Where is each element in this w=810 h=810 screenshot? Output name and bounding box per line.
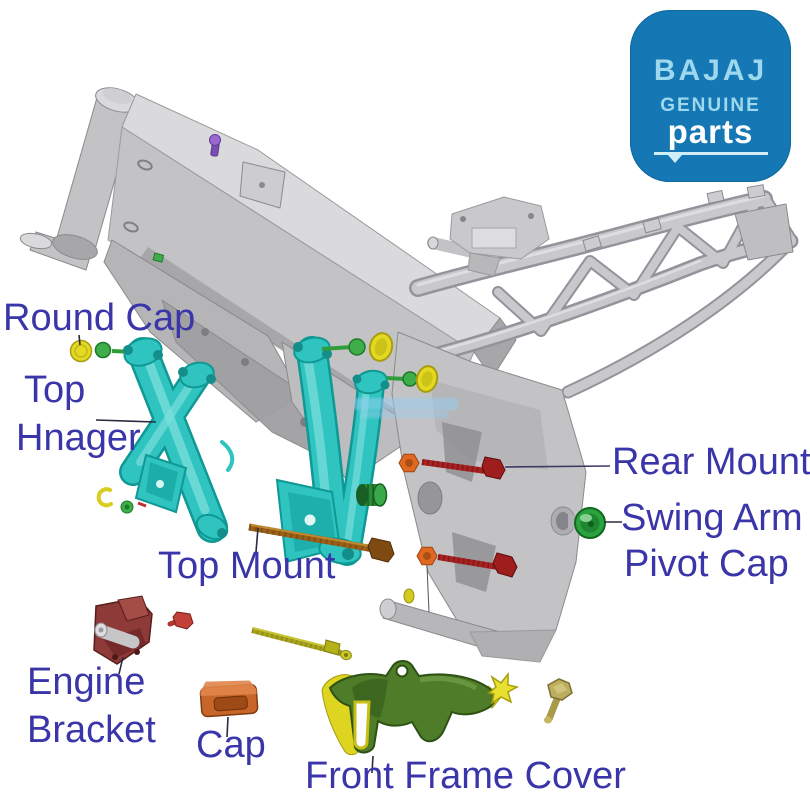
frame-subframe-tabs (582, 184, 794, 261)
cover-rod (251, 627, 352, 661)
front-frame-cover (321, 660, 503, 756)
logo-underline-arrow-icon (667, 155, 682, 163)
label-round-cap: Round Cap (3, 297, 196, 339)
label-engine-bracket-line1: Engine (27, 661, 146, 703)
round-cap (69, 339, 93, 363)
bajaj-genuine-parts-logo: BAJAJ GENUINE parts (630, 10, 791, 182)
logo-genuine-text: GENUINE (660, 95, 761, 116)
logo-underline (653, 152, 768, 163)
cap-part (199, 680, 259, 718)
purple-bolt (209, 134, 221, 157)
label-top-hanger-line1: Top (24, 369, 86, 411)
label-swing-arm-line2: Pivot Cap (624, 543, 789, 585)
rear-mount-nut-lower (416, 546, 438, 566)
frame-head-tube (19, 87, 139, 271)
c-clip-yellow (96, 487, 113, 508)
star-clip (487, 671, 520, 705)
frame-front-bracket (427, 196, 550, 277)
label-swing-arm-line1: Swing Arm (621, 497, 803, 539)
khaki-bolt (544, 678, 573, 724)
barrel-nut (356, 483, 388, 507)
logo-parts-text: parts (667, 113, 754, 150)
label-top-mount: Top Mount (158, 545, 336, 587)
small-red-clip (137, 501, 147, 508)
swing-arm-pivot-cap (568, 507, 606, 539)
label-cap: Cap (196, 724, 266, 766)
label-engine-bracket-line2: Bracket (27, 709, 156, 751)
label-rear-mount: Rear Mount (612, 441, 810, 483)
engine-bracket (93, 595, 153, 665)
label-top-hanger-line2: Hnager (16, 417, 141, 459)
leader-lines (78, 334, 622, 774)
rear-mount-bolt-upper (421, 456, 506, 480)
rear-mount-nut-upper (398, 453, 420, 473)
top-mount-bolt (248, 523, 395, 563)
logo-brand-text: BAJAJ (653, 54, 768, 87)
small-red-bolt (167, 611, 194, 630)
green-bolt-yellow-cap-1 (321, 332, 394, 362)
top-hanger (119, 337, 235, 543)
small-green-nut (120, 500, 134, 514)
green-bolt-yellow-cap-2 (386, 365, 439, 393)
watermark (354, 398, 458, 418)
rear-mount-bolt-lower (437, 552, 518, 578)
label-front-frame-cover: Front Frame Cover (305, 755, 626, 797)
